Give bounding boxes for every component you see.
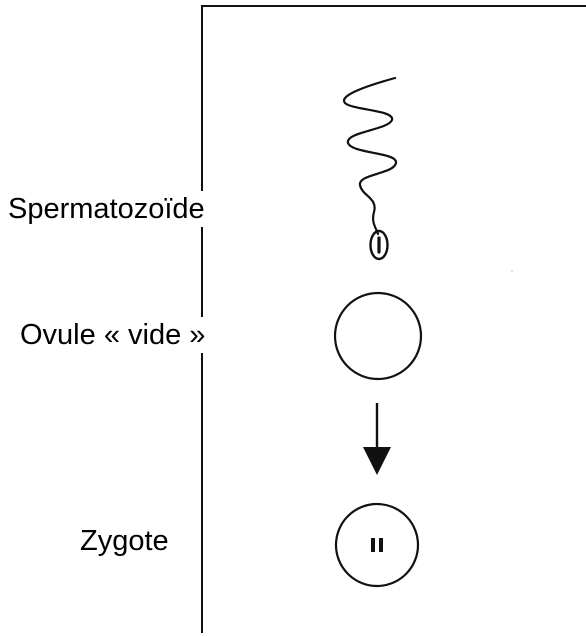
- label-spermatozoide: Spermatozoïde: [8, 191, 209, 227]
- scan-speck: [511, 270, 513, 272]
- sperm-tail: [342, 76, 398, 236]
- label-zygote: Zygote: [80, 523, 173, 559]
- label-ovule-vide: Ovule « vide »: [20, 317, 212, 353]
- arrow-head: [363, 447, 391, 475]
- sperm-head: [369, 229, 389, 261]
- zygote-circle: [334, 502, 420, 588]
- ovule-circle: [333, 291, 423, 381]
- zygote-chromosome-2: [379, 538, 383, 552]
- zygote-chromosome-1: [371, 538, 375, 552]
- frame-top-line: [201, 5, 586, 7]
